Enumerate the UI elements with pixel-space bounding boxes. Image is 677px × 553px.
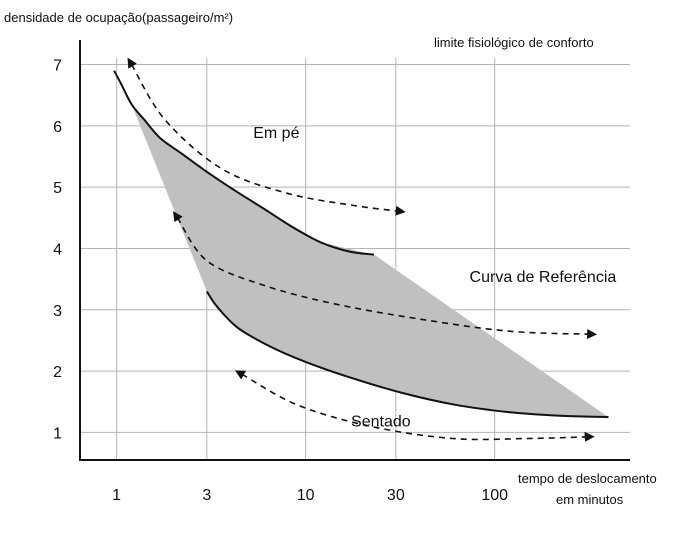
em-pe-arrow: [127, 57, 406, 216]
y-tick-label: 5: [53, 180, 62, 197]
y-tick-labels: 1 2 3 4 5 6 7: [53, 58, 62, 443]
annotation-label: Em pé: [253, 125, 299, 142]
y-tick-label: 3: [53, 303, 62, 320]
x-tick-label: 100: [481, 487, 508, 504]
annotation-label: Curva de Referência: [470, 269, 617, 286]
x-axis-label-line2: em minutos: [556, 492, 624, 507]
x-tick-label: 1: [112, 487, 121, 504]
comfort-band: [131, 104, 609, 418]
y-axis-label: densidade de ocupação(passageiro/m²): [4, 10, 233, 25]
y-tick-label: 6: [53, 119, 62, 136]
arrows: [127, 57, 598, 442]
x-tick-label: 10: [297, 487, 315, 504]
annotation-label: Sentado: [351, 413, 411, 430]
y-tick-label: 7: [53, 58, 62, 75]
y-tick-label: 4: [53, 241, 62, 258]
top-right-label: limite fisiológico de conforto: [434, 35, 594, 50]
x-tick-labels: 1 3 10 30 100: [112, 487, 508, 504]
y-tick-label: 1: [53, 425, 62, 442]
curva-referencia-arrow: [173, 211, 598, 340]
x-axis-label-line1: tempo de deslocamento: [518, 471, 657, 486]
y-tick-label: 2: [53, 364, 62, 381]
x-tick-label: 3: [202, 487, 211, 504]
x-tick-label: 30: [387, 487, 405, 504]
